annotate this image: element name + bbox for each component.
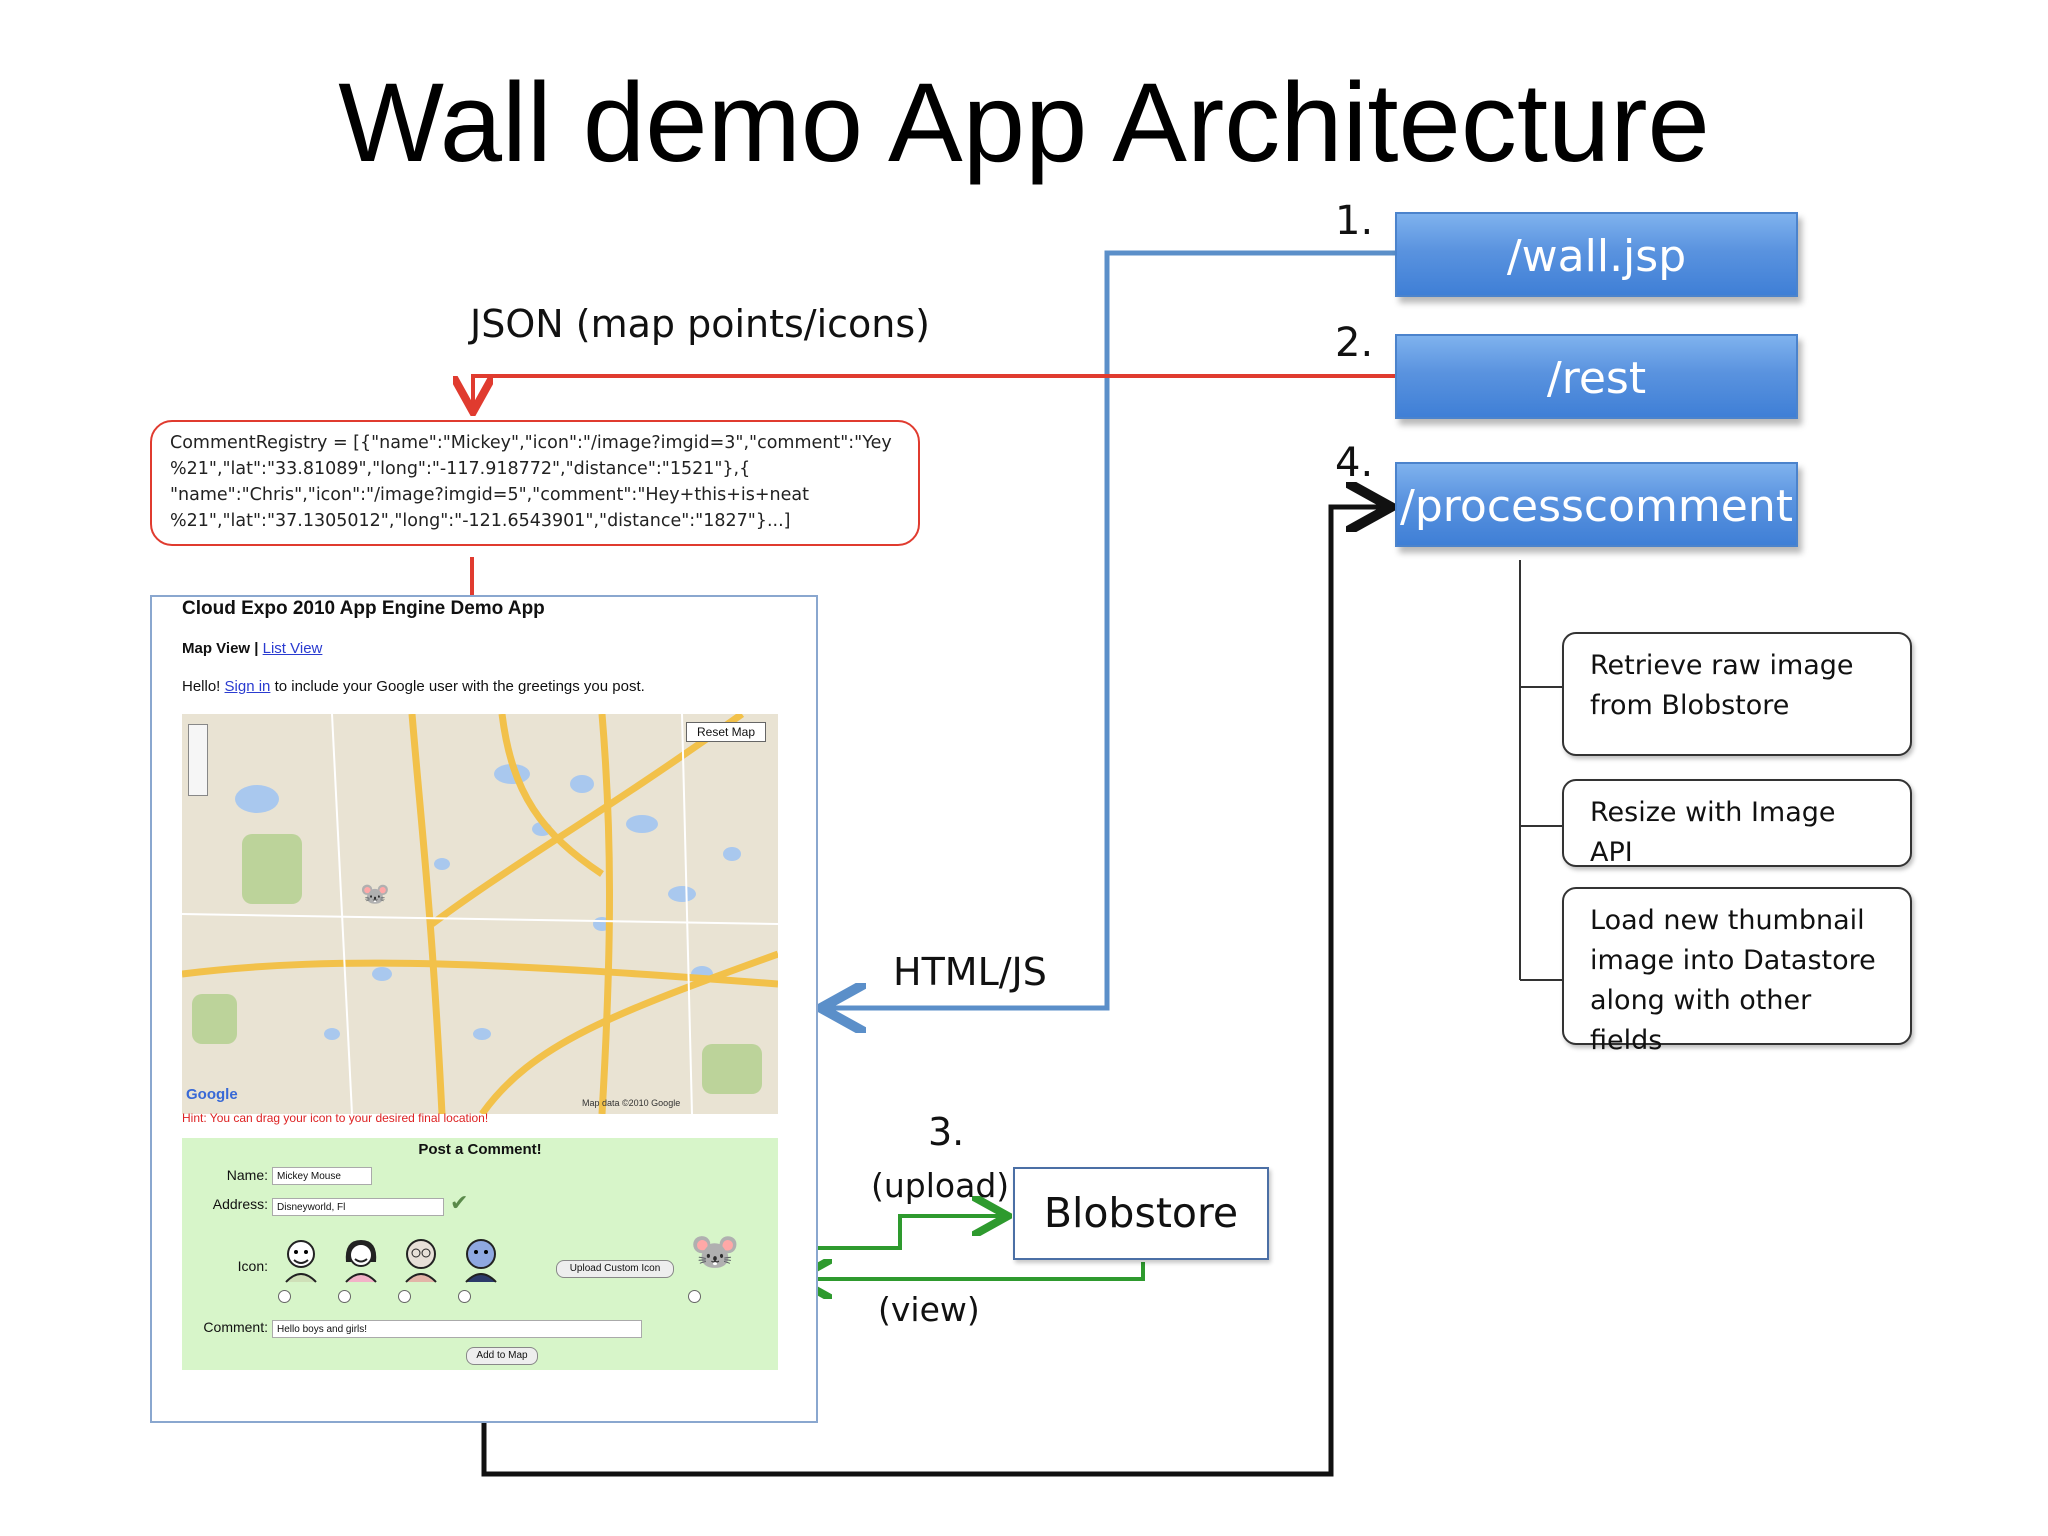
zoom-control[interactable]: [188, 724, 208, 796]
icon-radio-4[interactable]: [458, 1290, 471, 1303]
sign-in-link[interactable]: Sign in: [224, 678, 271, 695]
process-step-retrieve: Retrieve raw image from Blobstore: [1562, 632, 1912, 756]
process-step-load: Load new thumbnail image into Datastore …: [1562, 887, 1912, 1056]
comment-input[interactable]: Hello boys and girls!: [272, 1320, 642, 1338]
greeting-prefix: Hello!: [182, 678, 225, 695]
check-icon: ✔: [450, 1190, 469, 1215]
icon-radio-1[interactable]: [278, 1290, 291, 1303]
address-input[interactable]: Disneyworld, Fl: [272, 1198, 444, 1216]
face-icon-grandpa[interactable]: [460, 1236, 502, 1284]
app-nav: Map View | List View: [182, 640, 322, 657]
upload-arrow: [790, 1216, 1004, 1250]
page-title: Wall demo App Architecture: [338, 60, 1710, 185]
address-label: Address:: [212, 1196, 268, 1212]
google-logo: Google: [186, 1086, 238, 1103]
face-icon-grandma[interactable]: [400, 1236, 442, 1284]
process-steps-bracket: [1519, 560, 1562, 981]
face-icon-boy[interactable]: [280, 1236, 322, 1284]
app-greeting: Hello! Sign in to include your Google us…: [182, 678, 645, 695]
greeting-suffix: to include your Google user with the gre…: [270, 678, 645, 695]
mickey-map-marker[interactable]: 🐭: [360, 881, 390, 908]
name-label: Name:: [226, 1167, 268, 1183]
map-view[interactable]: 🐭 Google Map data ©2010 Google: [182, 714, 778, 1114]
html-js-arrow: [826, 250, 1395, 1008]
form-title: Post a Comment!: [418, 1141, 542, 1158]
blobstore-box: Blobstore: [1013, 1167, 1269, 1260]
step-3-number: 3.: [928, 1110, 965, 1154]
add-to-map-button[interactable]: Add to Map: [466, 1347, 538, 1365]
icon-label: Icon:: [237, 1258, 268, 1274]
map-hint: Hint: You can drag your icon to your des…: [182, 1111, 489, 1125]
html-js-label: HTML/JS: [893, 950, 1047, 994]
json-label: JSON (map points/icons): [470, 302, 930, 346]
map-view-label: Map View |: [182, 640, 263, 657]
process-step-resize: Resize with Image API: [1562, 779, 1912, 868]
reset-map-button[interactable]: Reset Map: [686, 722, 766, 742]
upload-custom-icon-button[interactable]: Upload Custom Icon: [556, 1260, 674, 1278]
view-arrow: [800, 1262, 1145, 1279]
icon-radio-custom[interactable]: [688, 1290, 701, 1303]
wall-jsp-endpoint: /wall.jsp: [1395, 212, 1798, 297]
rest-endpoint: /rest: [1395, 334, 1798, 419]
list-view-link[interactable]: List View: [262, 640, 323, 657]
processcomment-endpoint: /processcomment: [1395, 462, 1798, 547]
icon-radio-3[interactable]: [398, 1290, 411, 1303]
mickey-custom-icon: 🐭: [690, 1230, 740, 1274]
step-1-number: 1.: [1335, 198, 1374, 244]
json-payload-box: CommentRegistry = [{"name":"Mickey","ico…: [150, 420, 920, 546]
icon-radio-2[interactable]: [338, 1290, 351, 1303]
app-title: Cloud Expo 2010 App Engine Demo App: [182, 598, 545, 619]
comment-label: Comment:: [203, 1319, 268, 1335]
upload-label: (upload): [871, 1166, 1010, 1205]
map-credit: Map data ©2010 Google: [582, 1098, 681, 1108]
json-arrow: [473, 374, 1395, 408]
view-label: (view): [878, 1290, 980, 1329]
step-2-number: 2.: [1335, 320, 1374, 366]
processcomment-arrow: [481, 507, 1386, 1477]
face-icon-girl[interactable]: [340, 1236, 382, 1284]
name-input[interactable]: Mickey Mouse: [272, 1167, 372, 1185]
map-graphic: [182, 714, 778, 1114]
step-4-number: 4.: [1335, 440, 1374, 486]
